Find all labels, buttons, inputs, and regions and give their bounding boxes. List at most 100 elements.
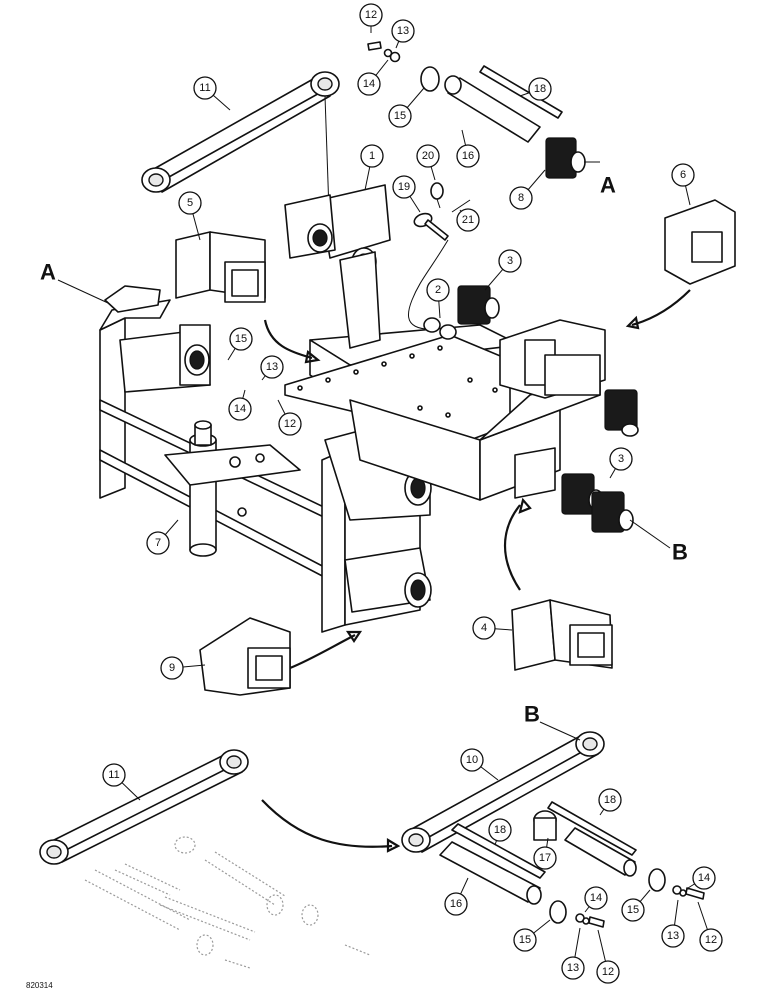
pin-assembly-top [367,41,600,179]
callout-c16a: 16 [456,129,480,168]
callout-number: 19 [398,181,410,193]
callout-c3a: 3 [484,249,522,291]
callout-number: 6 [680,169,686,181]
callout-c15a: 15 [388,87,425,128]
assembly-arrows [261,289,691,853]
callout-c13d: 13 [661,899,685,948]
callout-c17: 17 [533,837,557,870]
callout-circle [561,956,585,980]
callout-circle [229,327,253,351]
callout-circle [472,616,496,640]
main-frame [99,184,606,633]
callout-number: 4 [481,622,487,634]
callout-c16b: 16 [444,877,469,916]
callout-circle [193,76,217,100]
callout-circle [533,846,557,870]
callout-c15c: 15 [513,919,551,952]
callout-circle [260,355,284,379]
callout-circle [528,77,552,101]
callout-circle [456,208,480,232]
callout-number: 16 [450,898,462,910]
callout-number: 17 [539,852,551,864]
callout-c12d: 12 [697,901,723,952]
callout-c20: 20 [416,144,440,181]
bushings-3 [423,285,639,533]
callout-circle [596,960,620,984]
callout-c11b: 11 [102,763,141,801]
callout-circle [426,278,450,302]
wear-pad-4 [511,599,613,671]
callout-c1: 1 [360,144,384,191]
callout-circle [584,886,608,910]
callout-circle [498,249,522,273]
callout-circle [456,144,480,168]
callout-circle [359,3,383,27]
callout-number: 15 [519,934,531,946]
callout-c2: 2 [426,278,450,319]
channel-bracket-5 [175,231,266,303]
callout-circle [460,748,484,772]
callout-number: 21 [462,214,474,226]
callout-c11a: 11 [193,76,231,111]
callout-c12c: 12 [596,929,620,984]
callout-number: 14 [590,892,602,904]
callout-number: 13 [667,930,679,942]
callout-number: 15 [235,333,247,345]
callout-number: 8 [518,192,524,204]
callout-number: 10 [466,754,478,766]
callout-number: 15 [627,904,639,916]
callout-c3b: 3 [609,447,633,479]
link-arm-bottom-right [401,731,705,928]
callout-c18b: 18 [488,818,512,846]
ref-letter-a-left: A [40,260,56,285]
callout-number: 20 [422,150,434,162]
callout-number: 16 [462,150,474,162]
callout-circle [146,531,170,555]
callout-number: 14 [698,872,710,884]
letter-labels: A A B B [40,173,688,741]
callout-c21: 21 [456,208,480,232]
callout-number: 3 [618,453,624,465]
callout-c13b: 13 [260,355,284,381]
callout-c13c: 13 [561,927,585,980]
callout-circle [621,898,645,922]
callout-c5: 5 [178,191,202,241]
callout-circle [671,163,695,187]
callout-circle [513,928,537,952]
spacer-6 [664,199,736,285]
figure-code: 820314 [26,981,53,990]
callout-c14c: 14 [584,886,608,913]
callout-number: 18 [494,824,506,836]
callout-circle [392,175,416,199]
callout-circle [661,924,685,948]
callout-c10: 10 [460,748,499,781]
callout-c18c: 18 [598,788,622,816]
callout-number: 14 [363,78,375,90]
callout-circle [391,19,415,43]
wear-pad-9 [199,617,291,696]
callout-circle [178,191,202,215]
callout-c12b: 12 [277,399,302,436]
callout-circle [416,144,440,168]
callout-number: 18 [604,794,616,806]
callout-circle [444,892,468,916]
ref-letter-b-bottom: B [524,702,540,727]
callout-c14a: 14 [357,59,389,96]
callout-circle [160,656,184,680]
ref-letter-a-top: A [600,173,616,198]
callout-number: 3 [507,255,513,267]
callout-circle [228,397,252,421]
callout-circle [509,186,533,210]
callout-number: 9 [169,662,175,674]
ref-letter-b-right: B [672,540,688,565]
callout-c18a: 18 [519,77,552,101]
callout-circle [102,763,126,787]
callout-circle [357,72,381,96]
callout-number: 13 [397,25,409,37]
callout-number: 12 [602,966,614,978]
callout-number: 12 [284,418,296,430]
callout-c14b: 14 [228,389,252,421]
callout-number: 11 [199,82,210,94]
callout-circle [699,928,723,952]
